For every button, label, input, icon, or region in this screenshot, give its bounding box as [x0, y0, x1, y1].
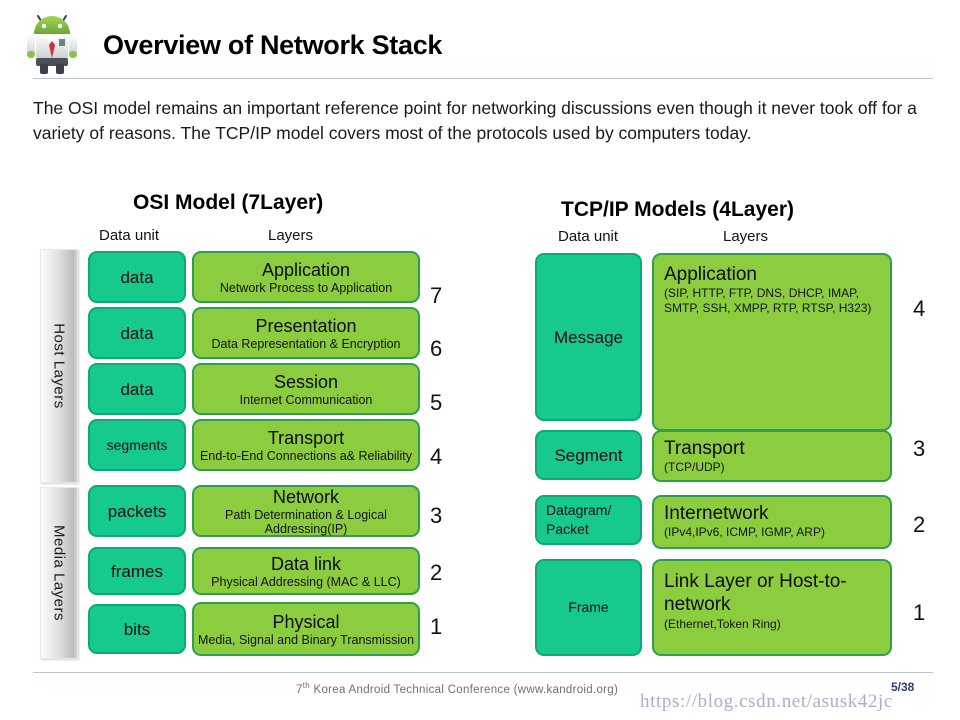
- osi-layer-number: 2: [430, 560, 443, 585]
- osi-unit-label: data: [120, 267, 154, 287]
- tcp-layer-number: 3: [913, 436, 926, 461]
- tcp-layer-subtitle: (IPv4,IPv6, ICMP, IGMP, ARP): [664, 525, 825, 539]
- footer-divider: [33, 672, 933, 673]
- osi-layer-box: Data link Physical Addressing (MAC & LLC…: [192, 547, 420, 595]
- osi-layer-box: Network Path Determination & Logical Add…: [192, 485, 420, 537]
- osi-layer-subtitle: Data Representation & Encryption: [211, 336, 401, 351]
- tcp-unit-box: Frame: [535, 559, 642, 656]
- slide-header: Overview of Network Stack: [0, 0, 960, 82]
- osi-unit-box: data: [88, 363, 186, 415]
- tcp-layer-title: Internetwork: [664, 503, 769, 524]
- title-divider: [33, 78, 933, 79]
- osi-column-header-layers: Layers: [268, 227, 314, 244]
- tcp-unit-box: Segment: [535, 430, 642, 480]
- osi-layer-number: 4: [430, 444, 443, 469]
- tcp-layer-box: Internetwork (IPv4,IPv6, ICMP, IGMP, ARP…: [652, 495, 892, 549]
- tcp-layer-number: 1: [913, 600, 926, 625]
- osi-layer-number: 7: [430, 283, 443, 308]
- tcp-layer-title: Link Layer or Host-to-network: [664, 571, 847, 615]
- osi-unit-box: bits: [88, 604, 186, 654]
- osi-layer-title: Network: [272, 486, 339, 507]
- osi-layer-title: Presentation: [255, 315, 357, 336]
- osi-unit-label: data: [120, 379, 154, 399]
- osi-layer-number: 3: [430, 503, 443, 528]
- tcp-layer-subtitle: (Ethernet,Token Ring): [664, 617, 781, 631]
- osi-layer-subtitle: Physical Addressing (MAC & LLC): [211, 574, 401, 589]
- tcp-layer-subtitle: (SIP, HTTP, FTP, DNS, DHCP, IMAP, SMTP, …: [664, 286, 872, 315]
- osi-group-label-media: Media Layers: [50, 524, 68, 622]
- osi-unit-box: data: [88, 251, 186, 303]
- osi-group-media-layers: Media Layers: [40, 487, 78, 659]
- tcp-unit-label: Message: [554, 327, 623, 347]
- osi-layer-title: Physical: [272, 611, 340, 632]
- osi-unit-label: segments: [106, 436, 168, 453]
- android-mascot-logo: [18, 8, 86, 76]
- tcp-unit-label: Segment: [554, 445, 623, 465]
- osi-layer-box: Transport End-to-End Connections a& Reli…: [192, 419, 420, 471]
- tcp-layer-box: Transport (TCP/UDP): [652, 430, 892, 482]
- tcp-column-header-layers: Layers: [723, 228, 769, 245]
- osi-layer-title: Transport: [267, 427, 345, 448]
- watermark-url: https://blog.csdn.net/asusk42jc: [640, 691, 893, 712]
- tcp-layer-number: 4: [913, 296, 926, 321]
- tcp-layer-box: Link Layer or Host-to-network (Ethernet,…: [652, 559, 892, 656]
- footer-conference-text: 7th Korea Android Technical Conference (…: [296, 681, 618, 696]
- osi-unit-box: packets: [88, 485, 186, 537]
- osi-layer-subtitle: Media, Signal and Binary Transmission: [197, 632, 415, 647]
- osi-layer-box: Session Internet Communication: [192, 363, 420, 415]
- osi-layer-subtitle: Path Determination & Logical Addressing(…: [225, 507, 387, 536]
- osi-unit-label: bits: [123, 619, 151, 639]
- footer-ordinal-suffix: th: [302, 681, 310, 690]
- tcp-unit-label: Datagram/ Packet: [546, 502, 612, 537]
- tcp-layer-title: Transport: [664, 438, 745, 459]
- osi-layer-title: Application: [261, 259, 351, 280]
- osi-unit-label: frames: [111, 561, 163, 581]
- osi-layer-title: Data link: [270, 553, 342, 574]
- osi-layer-box: Presentation Data Representation & Encry…: [192, 307, 420, 359]
- footer-conference-name: Korea Android Technical Conference (www.…: [309, 683, 619, 696]
- osi-layer-number: 1: [430, 614, 443, 639]
- osi-layer-subtitle: End-to-End Connections a& Reliability: [200, 448, 412, 463]
- osi-group-host-layers: Host Layers: [40, 249, 78, 483]
- osi-column-header-data-unit: Data unit: [99, 227, 160, 244]
- tcp-unit-box: Datagram/ Packet: [535, 495, 642, 545]
- osi-unit-label: data: [120, 323, 154, 343]
- tcp-layer-box: Application (SIP, HTTP, FTP, DNS, DHCP, …: [652, 253, 892, 431]
- tcp-unit-label: Frame: [568, 599, 609, 615]
- osi-group-label-host: Host Layers: [50, 323, 68, 409]
- tcp-layer-number: 2: [913, 512, 926, 537]
- tcp-unit-box: Message: [535, 253, 642, 421]
- page-number-badge: 5/38: [891, 680, 915, 694]
- page-title: Overview of Network Stack: [103, 30, 443, 60]
- footer-prefix: 7: [296, 683, 303, 696]
- osi-unit-label: packets: [107, 501, 167, 521]
- osi-layer-title: Session: [273, 371, 339, 392]
- intro-paragraph: The OSI model remains an important refer…: [33, 98, 917, 143]
- tcp-column-header-data-unit: Data unit: [558, 228, 619, 245]
- osi-layer-number: 6: [430, 336, 443, 361]
- osi-layer-box: Physical Media, Signal and Binary Transm…: [192, 602, 420, 656]
- osi-layer-subtitle: Internet Communication: [239, 392, 373, 407]
- osi-unit-box: frames: [88, 547, 186, 595]
- osi-section-title: OSI Model (7Layer): [133, 191, 324, 214]
- osi-layer-box: Application Network Process to Applicati…: [192, 251, 420, 303]
- osi-layer-subtitle: Network Process to Application: [219, 280, 393, 295]
- osi-unit-box: data: [88, 307, 186, 359]
- osi-layer-number: 5: [430, 390, 443, 415]
- tcp-section-title: TCP/IP Models (4Layer): [561, 198, 795, 221]
- tcp-layer-title: Application: [664, 264, 757, 285]
- osi-unit-box: segments: [88, 419, 186, 471]
- tcp-layer-subtitle: (TCP/UDP): [664, 460, 725, 474]
